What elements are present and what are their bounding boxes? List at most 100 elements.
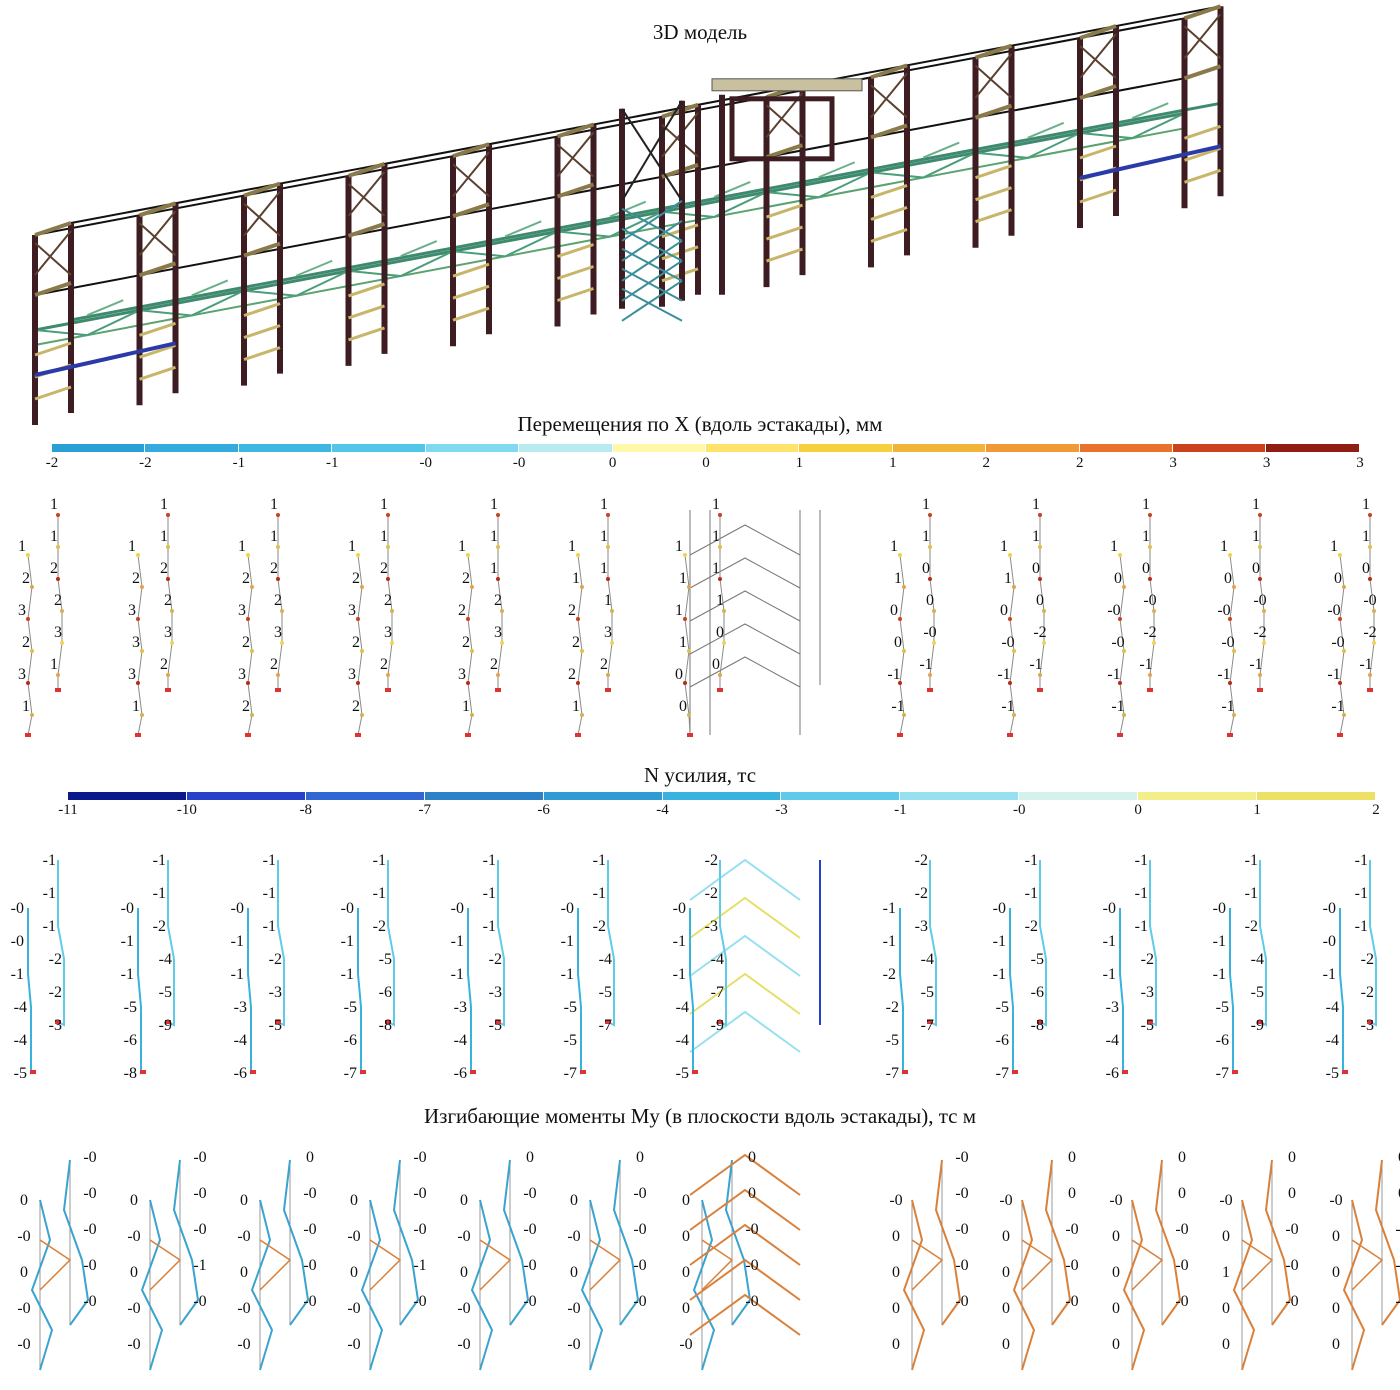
displacement-value: 1	[600, 496, 608, 513]
displacement-diagrams: 1232311122311233311122321232321122321232…	[18, 496, 1377, 737]
truss-chevron	[689, 1293, 801, 1336]
force-value: -6	[1216, 1032, 1229, 1049]
force-value: -7	[711, 984, 724, 1001]
support-marker	[1147, 688, 1153, 692]
displacement-value: -1	[1221, 698, 1234, 715]
displacement-value: -1	[1111, 698, 1124, 715]
displacement-value: 2	[462, 634, 470, 651]
force-column	[167, 860, 175, 1027]
force-value: -5	[599, 984, 612, 1001]
force-value: -3	[49, 1017, 62, 1034]
force-value: -1	[153, 852, 166, 869]
support-marker	[1037, 1020, 1043, 1024]
scale-tick-label: 0	[702, 455, 710, 471]
frame-brace	[974, 64, 1013, 99]
ladder-rung	[975, 164, 1012, 180]
displacement-value: -0	[1221, 634, 1234, 651]
node-dot	[1338, 553, 1342, 557]
node-dot	[356, 681, 360, 685]
scale-segment	[425, 444, 520, 452]
node-dot	[1258, 673, 1262, 677]
displacement-value: -2	[1253, 624, 1266, 641]
node-dot	[1258, 577, 1262, 581]
frame-beam	[347, 222, 386, 238]
displacement-value: -1	[1331, 698, 1344, 715]
moment-value: -0	[955, 1221, 968, 1238]
displacement-value: -1	[1107, 666, 1120, 683]
node-dot	[166, 513, 170, 517]
node-dot	[1118, 681, 1122, 685]
force-value: -9	[1251, 1017, 1264, 1034]
moment-value: -0	[955, 1185, 968, 1202]
force-value: -0	[1103, 900, 1116, 917]
displacement-value: -1	[1359, 656, 1372, 673]
node-dot	[1118, 617, 1122, 621]
moment-value: 0	[1112, 1300, 1120, 1317]
force-column	[719, 860, 727, 1027]
deck-crossbeam	[922, 141, 960, 159]
moment-value: -0	[457, 1300, 470, 1317]
force-value: -1	[263, 852, 276, 869]
frame-beam	[452, 202, 490, 219]
displacement-value: -1	[1217, 666, 1230, 683]
node-dot	[898, 553, 902, 557]
ladder-rung	[975, 186, 1012, 202]
moment-value: -0	[1175, 1221, 1188, 1238]
frame-brace	[34, 230, 72, 276]
moment-value: -0	[955, 1293, 968, 1310]
displacement-value: 1	[922, 528, 930, 545]
scale-segment	[238, 444, 333, 452]
displacement-value: 1	[679, 570, 687, 587]
node-dot	[1148, 513, 1152, 517]
displacement-value: 1	[1142, 528, 1150, 545]
ladder-rung	[243, 302, 281, 318]
scale-tick-label: 2	[1372, 802, 1380, 818]
force-value: -1	[673, 966, 686, 983]
force-column	[1369, 860, 1377, 1027]
displacement-value: 2	[352, 570, 360, 587]
node-dot	[606, 513, 610, 517]
force-value: -2	[489, 951, 502, 968]
support-marker	[275, 688, 281, 692]
force-value: -1	[263, 885, 276, 902]
ladder-rung	[557, 265, 594, 280]
force-column	[1039, 860, 1047, 1027]
moment-value: -0	[1065, 1293, 1078, 1310]
moment-curve	[172, 1159, 200, 1326]
node-dot	[166, 545, 170, 549]
force-value: -4	[1251, 951, 1264, 968]
frame-beam	[974, 43, 1013, 60]
force-column	[277, 860, 285, 1027]
displacement-value: -0	[1217, 602, 1230, 619]
force-value: -2	[1245, 918, 1258, 935]
moment-value: -0	[1285, 1221, 1298, 1238]
force-value: -3	[705, 918, 718, 935]
displacement-value: 1	[712, 496, 720, 513]
support-marker	[55, 688, 61, 692]
frame-brace	[1183, 13, 1222, 59]
displacement-value: 2	[22, 570, 30, 587]
support-marker	[275, 1020, 281, 1024]
moment-value: 0	[1398, 1149, 1400, 1166]
force-value: -4	[14, 999, 27, 1016]
moment-value: -0	[127, 1228, 140, 1245]
node-dot	[1012, 585, 1016, 589]
moment-value: -0	[1329, 1192, 1342, 1209]
node-dot	[1372, 641, 1376, 645]
force-value: -4	[1106, 1032, 1119, 1049]
ladder-rung	[870, 205, 908, 221]
displacement-value: 2	[352, 698, 360, 715]
scale-tick-label: 1	[1253, 802, 1261, 818]
moment-curve	[479, 1239, 512, 1291]
moment-value: -0	[523, 1257, 536, 1274]
moment-curve	[1264, 1159, 1292, 1326]
frame-brace	[347, 183, 386, 217]
scale-tick-label: -1	[894, 802, 907, 818]
top-chord-back	[70, 5, 1221, 224]
support-marker	[897, 733, 903, 737]
displacement-value: 3	[54, 624, 62, 641]
scale-tick-label: 1	[889, 455, 897, 471]
